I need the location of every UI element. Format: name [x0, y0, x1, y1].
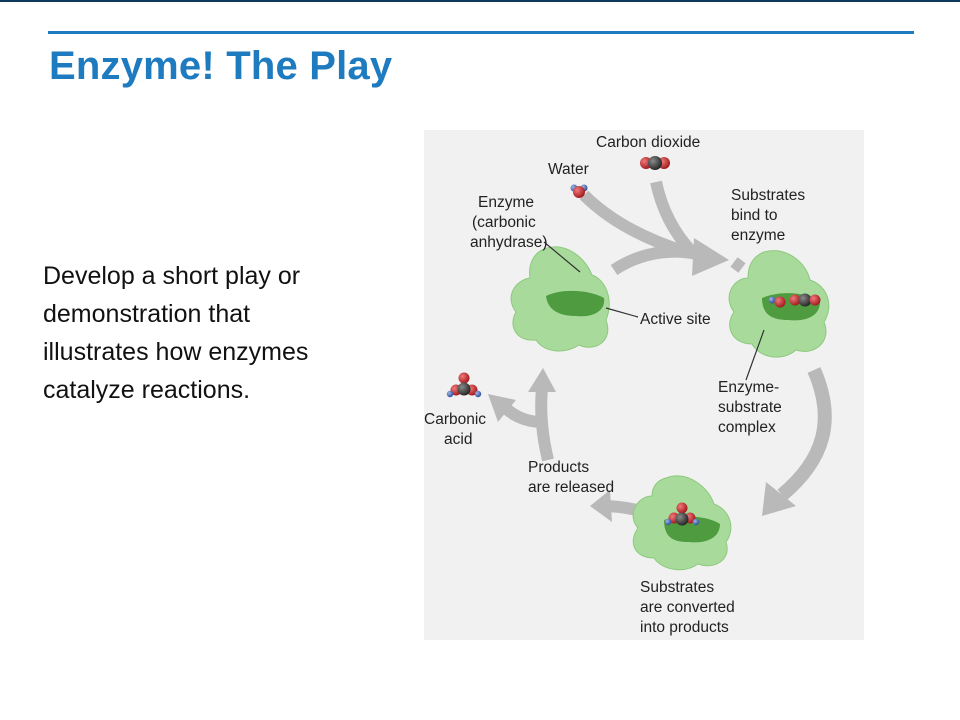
- carbon-dioxide-molecule-icon: [640, 156, 670, 170]
- label-converted-line1: Substrates: [640, 579, 714, 596]
- title-underline: [48, 31, 914, 34]
- carbonic-acid-molecule-icon: [446, 372, 482, 398]
- body-line: catalyze reactions.: [43, 376, 251, 404]
- bound-substrates-icon: [768, 293, 821, 308]
- label-water: Water: [548, 161, 589, 178]
- enzyme-left: [510, 246, 610, 352]
- product-in-enzyme-icon: [664, 502, 700, 526]
- top-border: [0, 0, 960, 2]
- body-line: demonstration that: [43, 300, 251, 328]
- slide-title: Enzyme! The Play: [49, 44, 393, 88]
- top-cycle-arrow: [610, 238, 729, 276]
- leader-lines: [543, 241, 765, 381]
- water-molecule-icon: [570, 184, 588, 198]
- label-carbon-dioxide: Carbon dioxide: [596, 134, 700, 151]
- label-enzyme-line2: (carbonic: [472, 214, 536, 231]
- bind-arrow: [730, 257, 746, 273]
- body-line: illustrates how enzymes: [43, 338, 309, 366]
- label-active-site: Active site: [640, 311, 711, 328]
- enzyme-leader-line: [543, 241, 581, 273]
- slide-body-text: Develop a short play or demonstration th…: [43, 257, 403, 409]
- label-converted-line2: are converted: [640, 599, 735, 616]
- label-carbonic-acid-line2: acid: [444, 431, 472, 448]
- release-arrow: [488, 368, 556, 462]
- label-complex-line3: complex: [718, 419, 776, 436]
- body-line: Develop a short play or: [43, 262, 301, 290]
- enzyme-cycle-diagram: Carbon dioxide Water Enzyme (carbonic an…: [424, 134, 832, 636]
- complex-leader-line: [745, 329, 765, 381]
- label-complex-line1: Enzyme-: [718, 379, 779, 396]
- label-carbonic-acid-line1: Carbonic: [424, 411, 486, 428]
- label-substrates-bind-line3: enzyme: [731, 227, 785, 244]
- cycle-arrows: [488, 180, 832, 526]
- label-products-released-line1: Products: [528, 459, 589, 476]
- enzyme-cycle-figure: Carbon dioxide Water Enzyme (carbonic an…: [424, 130, 864, 640]
- active-site-leader-line: [605, 307, 639, 318]
- label-products-released-line2: are released: [528, 479, 614, 496]
- right-cycle-arrow: [762, 367, 832, 516]
- label-substrates-bind-line1: Substrates: [731, 187, 805, 204]
- label-substrates-bind-line2: bind to: [731, 207, 778, 224]
- label-converted-line3: into products: [640, 619, 729, 636]
- label-enzyme-line1: Enzyme: [478, 194, 534, 211]
- label-complex-line2: substrate: [718, 399, 782, 416]
- label-enzyme-line3: anhydrase): [470, 234, 548, 251]
